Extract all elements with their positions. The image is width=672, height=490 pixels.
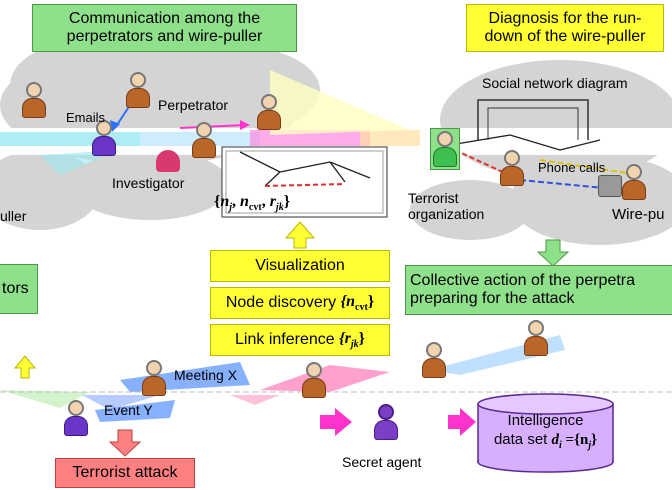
phone-calls-label: Phone calls [538,160,606,175]
node-discovery-box: Node discovery {ncvt} [210,287,390,319]
intelligence-cylinder [477,393,614,473]
network-parameters: {nj, ncvt, rjk} [214,193,291,214]
intelligence-label: Intelligence [507,412,584,429]
down-arrow-green [536,239,570,267]
perpetrator-icon [255,92,283,132]
person-icon [190,120,218,160]
perpetrator-icon [124,70,152,110]
investigator-icon [156,150,180,172]
secret-agent-label: Secret agent [342,454,422,470]
down-arrow-pink [108,429,142,457]
emails-label: Emails [66,110,106,125]
wire-puller-icon [620,162,648,202]
person-icon [20,80,48,120]
person-icon [498,148,526,188]
network-links [239,134,601,187]
secret-agent-icon [372,402,400,442]
person-icon [430,128,460,170]
arrow-to-dataset [448,408,476,436]
social-network-label: Social network diagram [482,75,628,91]
investigator-label: Investigator [112,175,185,191]
person-icon [420,340,448,380]
person-icon [522,318,550,358]
link-inference-box: Link inference {rjk} [210,324,390,356]
perpetrators-box: tors [0,264,38,314]
up-arrow [284,221,316,249]
person-icon [140,358,168,398]
person-icon [300,360,328,400]
social-network-box [221,146,388,218]
data-set-label: data set di ={nj} [493,431,598,451]
visualization-box: Visualization [210,250,390,282]
arrow-to-agent [320,408,352,436]
terrorist-attack-box: Terrorist attack [55,458,195,488]
wire-puller-label-left: uller [0,208,27,224]
meeting-x-label: Meeting X [174,367,238,383]
person-icon [90,118,118,158]
terrorist-organization-label: Terrorist organization [408,190,485,223]
communication-box: Communication among the perpetrators and… [32,4,297,52]
person-icon [62,398,90,438]
perpetrator-label: Perpetrator [158,97,229,113]
event-y-label: Event Y [104,402,153,418]
phone-icon [598,175,622,197]
collective-action-box: Collective action of the perpetra prepar… [405,265,672,315]
diagnosis-box: Diagnosis for the run- down of the wire-… [466,4,664,52]
wire-puller-label-right: Wire-pu [612,206,665,223]
